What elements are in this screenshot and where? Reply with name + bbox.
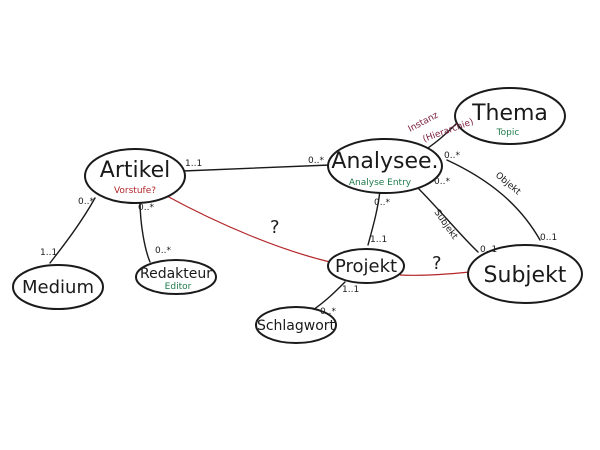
node-medium-label: Medium	[22, 277, 94, 298]
edge-artikel-projekt	[164, 194, 331, 263]
node-thema-sub: Topic	[496, 128, 520, 138]
edge-artikel-medium	[49, 197, 96, 264]
label-projekt-subjekt-question: ?	[432, 253, 442, 274]
card-analysee-projekt-to: 1..1	[370, 235, 387, 245]
node-projekt-label: Projekt	[335, 256, 397, 277]
node-schlagwort-label: Schlagwort	[257, 318, 336, 334]
card-analysee-projekt-from: 0..*	[374, 198, 390, 208]
card-analysee-subjekt-left-to: 0..1	[480, 245, 497, 255]
edge-analysee-subjekt-right	[446, 159, 541, 241]
card-projekt-schlagwort-from: 1..1	[342, 285, 359, 295]
node-analysee[interactable]: Analysee. Analyse Entry	[327, 138, 443, 194]
node-redakteur-label: Redakteur	[140, 266, 212, 282]
node-thema-label: Thema	[471, 101, 548, 126]
card-artikel-analysee-to: 0..*	[308, 156, 324, 166]
node-projekt[interactable]: Projekt	[327, 248, 405, 284]
node-analysee-sub: Analyse Entry	[349, 178, 412, 188]
edge-artikel-redakteur	[139, 199, 151, 263]
label-analysee-subjekt-left: Subjekt	[432, 208, 460, 242]
edge-analysee-subjekt-left	[414, 184, 479, 253]
card-analysee-thema-from: 0..*	[444, 151, 460, 161]
node-redakteur-sub: Editor	[165, 282, 192, 292]
label-analysee-subjekt-right: Objekt	[493, 171, 522, 198]
card-analysee-subjekt-left-from: 0..*	[434, 177, 450, 187]
card-artikel-redakteur-from: 0..*	[138, 203, 154, 213]
node-analysee-label: Analysee.	[331, 149, 438, 174]
edge-artikel-analysee	[182, 164, 331, 172]
node-thema[interactable]: Thema Topic	[454, 87, 566, 145]
node-artikel-label: Artikel	[100, 158, 170, 183]
card-artikel-redakteur-to: 0..*	[155, 246, 171, 256]
card-artikel-medium-to: 1..1	[40, 248, 57, 258]
node-schlagwort[interactable]: Schlagwort	[255, 306, 337, 344]
edge-analysee-projekt	[367, 189, 381, 246]
card-artikel-medium-from: 0..*	[78, 197, 94, 207]
node-subjekt[interactable]: Subjekt	[467, 244, 583, 304]
edge-projekt-subjekt	[399, 271, 471, 276]
card-artikel-analysee-from: 1..1	[185, 159, 202, 169]
node-artikel[interactable]: Artikel Vorstufe?	[84, 148, 186, 204]
node-medium[interactable]: Medium	[12, 264, 104, 310]
card-analysee-subjekt-right-to: 0..1	[540, 233, 557, 243]
node-subjekt-label: Subjekt	[484, 263, 567, 288]
node-redakteur[interactable]: Redakteur Editor	[135, 259, 217, 295]
card-projekt-schlagwort-to: 0..*	[320, 307, 336, 317]
node-artikel-sub: Vorstufe?	[114, 186, 156, 196]
label-artikel-projekt-question: ?	[270, 217, 280, 238]
